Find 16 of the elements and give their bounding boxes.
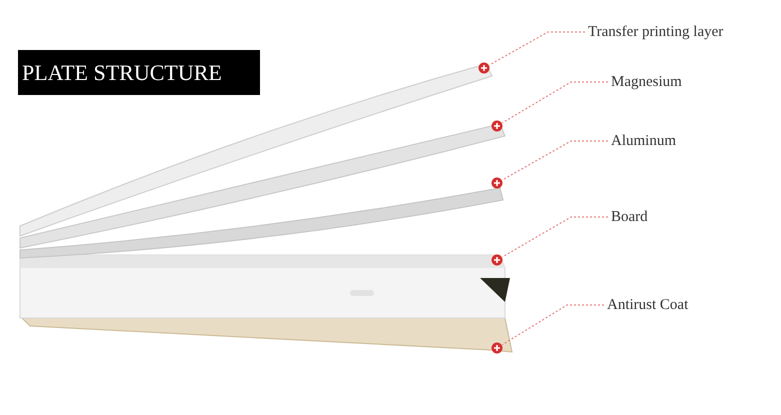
- leader-line: [502, 304, 604, 346]
- leader-line: [502, 140, 608, 181]
- callout-marker: [491, 120, 503, 132]
- callout-label: Board: [611, 208, 649, 227]
- leader-line: [502, 82, 608, 124]
- callout-label: Aluminum: [611, 132, 678, 151]
- callout-marker: [491, 254, 503, 266]
- callout-label: Transfer printing layer: [588, 23, 724, 42]
- callout-marker: [478, 62, 490, 74]
- callout-marker: [491, 342, 503, 354]
- callout-label: Magnesium: [611, 73, 683, 92]
- callout-label: Antirust Coat: [607, 296, 690, 315]
- leader-line: [488, 32, 586, 66]
- title-banner: PLATE STRUCTURE: [18, 50, 260, 95]
- callout-marker: [491, 177, 503, 189]
- leader-line: [502, 216, 608, 258]
